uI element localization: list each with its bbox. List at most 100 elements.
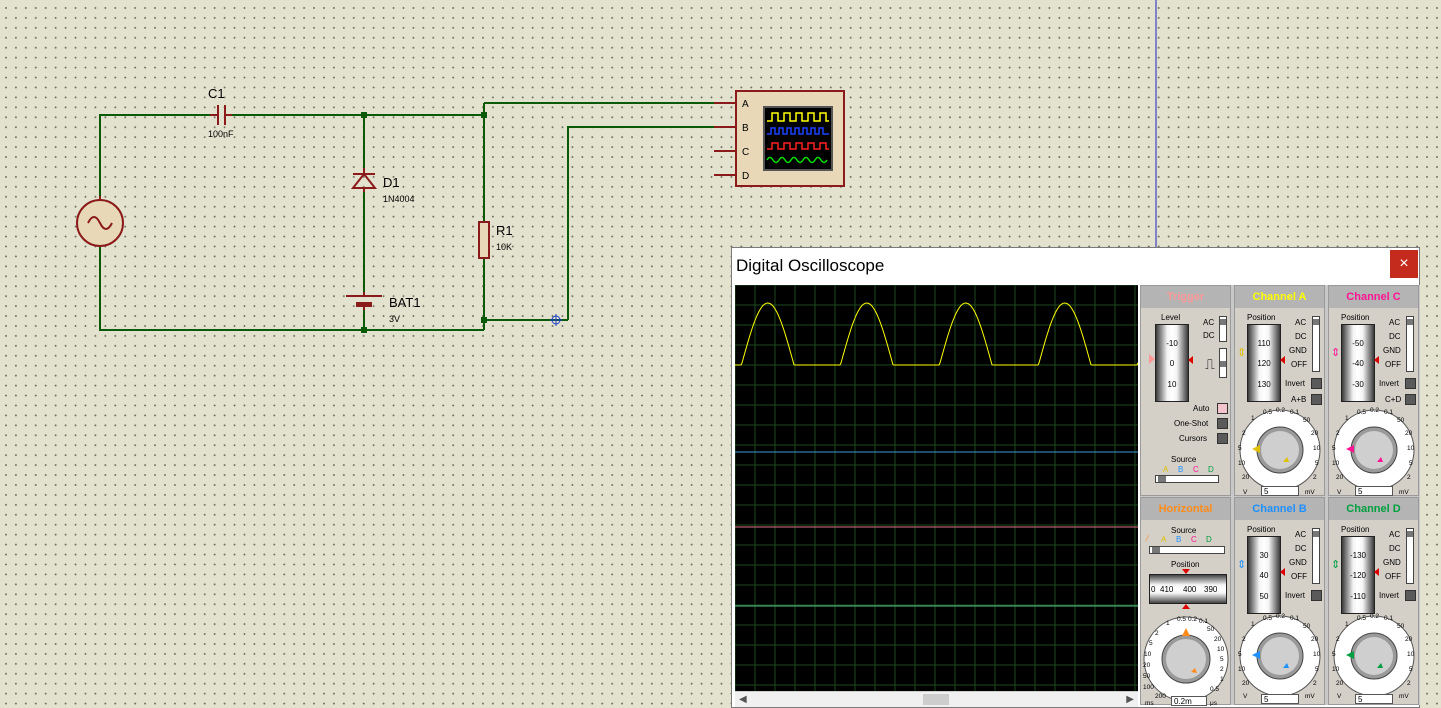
- channel-a-volts-dial[interactable]: 0.5 0.2 0.1 1 50 2 20 5 10 10 5 20 2 V m…: [1235, 402, 1326, 497]
- channel-a-ac-label: AC: [1295, 318, 1307, 327]
- h-scale-6: 20: [1214, 636, 1222, 643]
- trigger-oneshot-switch[interactable]: [1217, 418, 1228, 429]
- channel-b-off-label: OFF: [1291, 572, 1307, 581]
- a-scale-3: 1: [1251, 415, 1255, 422]
- scope-icon-trace-d: [766, 156, 828, 164]
- d-scale-2: 0.1: [1384, 615, 1393, 622]
- trigger-dc-label: DC: [1203, 331, 1215, 340]
- trigger-title: Trigger: [1141, 286, 1230, 308]
- channel-a-position-drum[interactable]: 110 120 130: [1247, 324, 1281, 402]
- trigger-source-label: Source: [1171, 455, 1197, 464]
- trigger-source-b: B: [1178, 465, 1184, 474]
- channel-a-invert-switch[interactable]: [1311, 378, 1322, 389]
- close-button[interactable]: ×: [1390, 250, 1418, 278]
- scroll-thumb[interactable]: [923, 694, 949, 705]
- a-scale-4: 50: [1303, 417, 1311, 424]
- channel-c-invert-label: Invert: [1379, 379, 1400, 388]
- channel-d-invert-label: Invert: [1379, 591, 1400, 600]
- channel-a-volts-input[interactable]: 5: [1261, 486, 1299, 496]
- scope-icon-trace-c: [767, 142, 829, 150]
- a-scale-5: 2: [1242, 430, 1246, 437]
- channel-c-combine-switch[interactable]: [1405, 394, 1416, 405]
- d-scale-11: 20: [1336, 680, 1344, 687]
- horizontal-unit-us: μs: [1210, 700, 1218, 706]
- channel-a-invert-label: Invert: [1285, 379, 1306, 388]
- channel-c-invert-switch[interactable]: [1405, 378, 1416, 389]
- h-scale-13: 50: [1143, 673, 1151, 680]
- channel-c-position-drum[interactable]: -50 -40 -30: [1341, 324, 1375, 402]
- scope-pin-a: A: [742, 99, 749, 110]
- horizontal-source-slider[interactable]: [1149, 546, 1225, 554]
- horizontal-timebase-input[interactable]: 0.2m: [1171, 696, 1207, 706]
- horizontal-position-drum[interactable]: 0 410 400 390: [1149, 574, 1227, 604]
- trigger-cursors-switch[interactable]: [1217, 433, 1228, 444]
- horizontal-timebase-dial[interactable]: 0.5 0.2 0.1 1 50 2 20 5 10 10 5 20 2 50 …: [1141, 606, 1232, 706]
- d-scale-1: 0.2: [1370, 613, 1379, 620]
- channel-d-gnd-label: GND: [1383, 558, 1401, 567]
- h-scale-9: 10: [1144, 651, 1152, 658]
- junction-dots: [361, 112, 487, 333]
- channel-a-coupling-slider[interactable]: [1312, 316, 1320, 372]
- channel-c-panel: Channel C Position -50 -40 -30 ⇕ AC DC G…: [1328, 285, 1419, 496]
- horizontal-source-label: Source: [1171, 526, 1197, 535]
- channel-d-position-arrows-icon: ⇕: [1331, 559, 1341, 571]
- channel-a-combine-label: A+B: [1291, 395, 1307, 404]
- ac-source[interactable]: [76, 196, 124, 247]
- channel-b-dc-label: DC: [1295, 544, 1307, 553]
- horizontal-scrollbar[interactable]: ◀ ▶: [735, 691, 1138, 707]
- scope-display[interactable]: [734, 284, 1139, 691]
- scroll-left-icon[interactable]: ◀: [739, 694, 747, 705]
- trigger-coupling-slider[interactable]: [1219, 316, 1227, 342]
- b-scale-6: 20: [1311, 636, 1319, 643]
- oscilloscope-component[interactable]: A B C D: [714, 90, 845, 187]
- channel-b-title: Channel B: [1235, 498, 1324, 520]
- trace-channel-a: [735, 302, 1139, 366]
- trigger-source-slider[interactable]: [1155, 475, 1219, 483]
- capacitor-c1[interactable]: C1 100nF: [208, 86, 234, 139]
- scope-pin-c: C: [742, 147, 749, 158]
- trigger-auto-switch[interactable]: [1217, 403, 1228, 414]
- h-scale-0: 0.5: [1177, 616, 1186, 623]
- h-scale-2: 0.1: [1199, 618, 1208, 625]
- channel-b-drum-bottom: 50: [1259, 592, 1269, 601]
- trigger-panel: Trigger Level -10 0 10 AC DC ⎍ Auto One-…: [1140, 285, 1231, 496]
- trigger-level-drum[interactable]: -10 0 10: [1155, 324, 1189, 402]
- channel-b-position-arrows-icon: ⇕: [1237, 559, 1247, 571]
- control-panels: Trigger Level -10 0 10 AC DC ⎍ Auto One-…: [1140, 285, 1420, 706]
- h-scale-5: 2: [1155, 630, 1159, 637]
- h-scale-11: 20: [1143, 662, 1151, 669]
- channel-d-coupling-slider[interactable]: [1406, 528, 1414, 584]
- channel-a-combine-switch[interactable]: [1311, 394, 1322, 405]
- channel-b-gnd-label: GND: [1289, 558, 1307, 567]
- h-scale-4: 50: [1207, 626, 1215, 633]
- channel-b-volts-dial[interactable]: 0.5 0.2 0.1 1 50 2 20 5 10 10 5 20 2 V m…: [1235, 604, 1326, 699]
- oscilloscope-window[interactable]: Digital Oscilloscope × ◀ ▶ Trigger Level…: [731, 247, 1420, 708]
- channel-d-invert-switch[interactable]: [1405, 590, 1416, 601]
- probe-marker[interactable]: [550, 314, 562, 326]
- bat1-value: 3V: [389, 314, 400, 324]
- channel-c-position-arrows-icon: ⇕: [1331, 347, 1341, 359]
- h-scale-1: 0.2: [1188, 616, 1197, 623]
- channel-d-volts-input[interactable]: 5: [1355, 694, 1393, 704]
- channel-b-coupling-slider[interactable]: [1312, 528, 1320, 584]
- channel-b-volts-input[interactable]: 5: [1261, 694, 1299, 704]
- channel-c-drum-bottom: -30: [1352, 380, 1364, 389]
- channel-c-volts-dial[interactable]: 0.5 0.2 0.1 1 50 2 20 5 10 10 5 20 2 V m…: [1329, 402, 1420, 497]
- channel-d-drum-bottom: -110: [1350, 592, 1366, 601]
- channel-b-invert-switch[interactable]: [1311, 590, 1322, 601]
- channel-b-position-drum[interactable]: 30 40 50: [1247, 536, 1281, 614]
- channel-a-panel: Channel A Position 110 120 130 ⇕ AC DC G…: [1234, 285, 1325, 496]
- c1-value: 100nF: [208, 129, 234, 139]
- channel-d-volts-dial[interactable]: 0.5 0.2 0.1 1 50 2 20 5 10 10 5 20 2 V m…: [1329, 604, 1420, 699]
- scroll-right-icon[interactable]: ▶: [1126, 694, 1134, 705]
- channel-c-gnd-label: GND: [1383, 346, 1401, 355]
- battery-bat1[interactable]: BAT1 3V: [346, 292, 421, 324]
- channel-d-position-drum[interactable]: -130 -120 -110: [1341, 536, 1375, 614]
- trigger-edge-slider[interactable]: [1219, 348, 1227, 378]
- channel-c-coupling-slider[interactable]: [1406, 316, 1414, 372]
- a-scale-9: 10: [1238, 460, 1246, 467]
- diode-d1[interactable]: D1 1N4004: [350, 168, 415, 204]
- resistor-r1[interactable]: R1 10K: [478, 221, 513, 259]
- channel-c-volts-input[interactable]: 5: [1355, 486, 1393, 496]
